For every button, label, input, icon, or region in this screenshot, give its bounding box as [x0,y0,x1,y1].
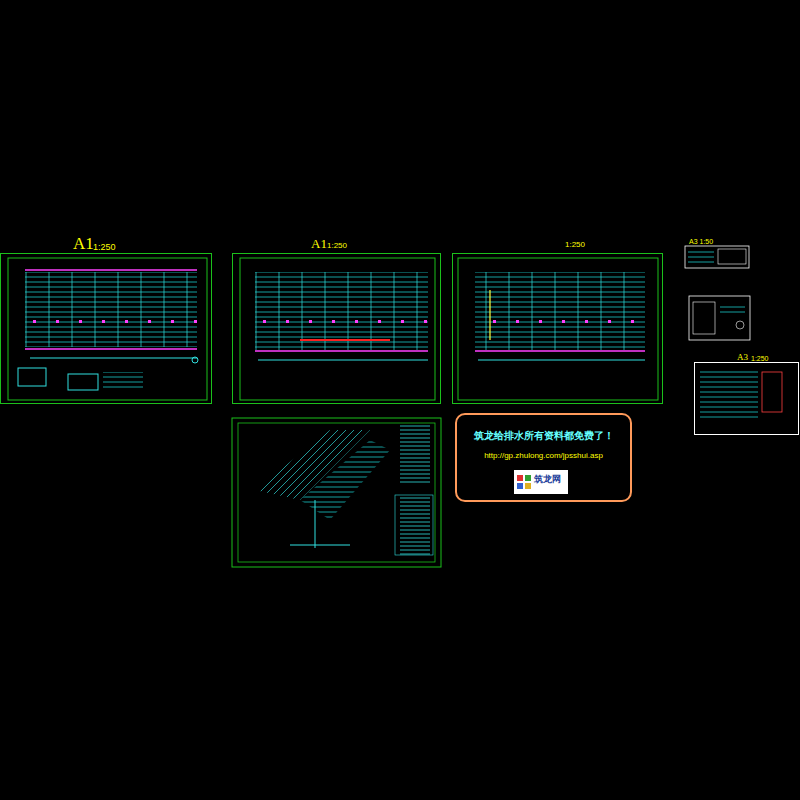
detail-sheet: A31:250 [694,362,799,435]
watermark-text: http://gp.zhulong.com/jpsshui.asp [484,452,603,460]
watermark-text: 筑龙给排水所有资料都免费了！ [474,431,614,441]
detail-sheet: A3 1:50 [683,243,751,270]
sheet-label: A3 1:50 [689,238,713,245]
drawing-sheet: 1:250 [452,253,663,404]
sheet-label: A1 [73,235,94,252]
plan-sheet-3 [458,258,658,400]
sheet-label: 1:250 [327,242,347,250]
drawing-sheet: A11:250 [0,253,212,404]
detail-sheets [685,246,782,420]
watermark-box: 筑龙给排水所有资料都免费了！ http://gp.zhulong.com/jpss… [455,413,632,502]
logo-icon [516,474,532,490]
system-sheet [232,418,441,567]
drawing-sheet: A11:250 [232,253,441,404]
logo-text: 筑龙网 [534,475,561,484]
sheet-label: 1:250 [751,355,769,362]
sheet-label: A1 [311,237,327,250]
sheet-label: 1:250 [565,241,585,249]
plan-sheet-1 [8,258,207,400]
plan-sheet-2 [240,258,435,400]
sheet-label: 1:250 [93,243,116,252]
sheet-label: A3 [737,353,748,362]
logo-box: 筑龙网 [514,470,568,494]
